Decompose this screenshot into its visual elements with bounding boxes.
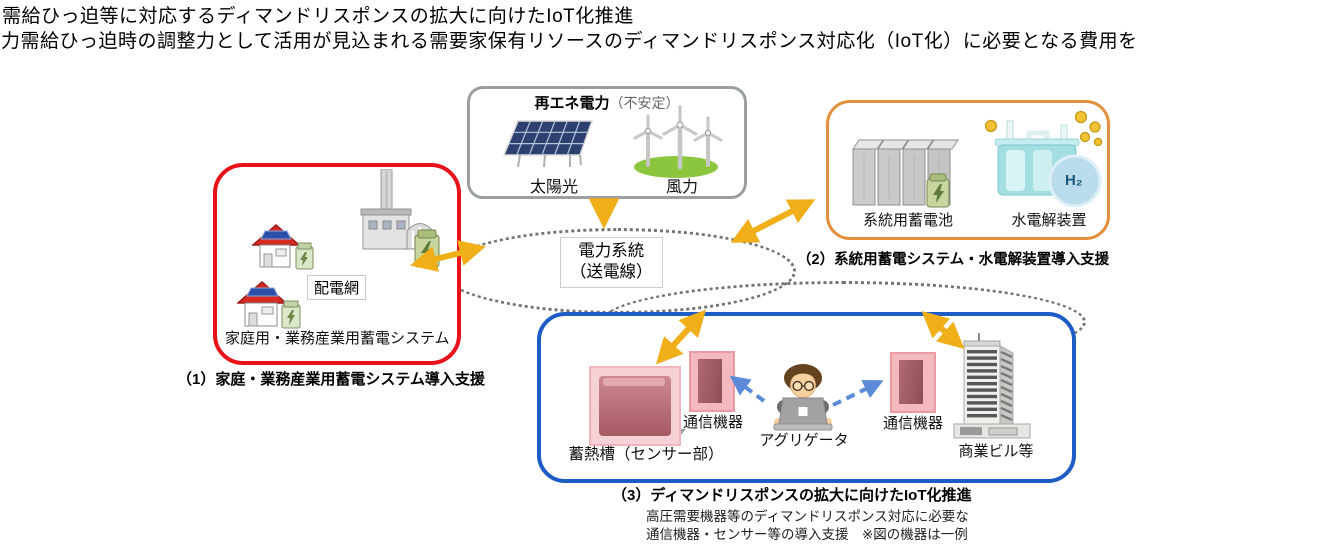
support-note-2: 通信機器・センサー等の導入支援 ※図の機器は一例 [646,527,968,542]
grid-battery-label: 系統用蓄電池 [862,212,953,229]
solar-panel-icon [502,120,594,168]
header-line-2: 力需給ひっ迫時の調整力として活用が見込まれる需要家保有リソースのディマンドリスポ… [1,31,1138,52]
wind-turbine-icon [633,105,723,178]
support-label-3: （3）ディマンドリスポンスの拡大に向けたIoT化推進 [612,487,972,504]
solar-label: 太陽光 [529,179,578,196]
house-battery-icon [252,224,314,270]
support-note-1: 高圧需要機器等のディマンドリスポンス対応に必要な [646,509,969,524]
arrow-storage-grid [730,199,816,243]
house-battery-icon [237,281,301,329]
electrolysis-label: 水電解装置 [1011,212,1087,229]
h2-label: H₂ [1065,172,1083,189]
comm-device-icon [890,352,936,413]
renewable-box: 再エネ電力（不安定） [467,86,747,199]
battery-cabinet-icon [852,139,959,208]
comm-left-label: 通信機器 [682,414,743,431]
support-label-2: （2）系統用蓄電システム・水電解装置導入支援 [797,252,1110,268]
building-label: 商業ビル等 [958,443,1034,460]
comm-right-label: 通信機器 [882,415,943,432]
building-icon [953,333,1031,439]
wind-label: 風力 [665,179,698,196]
heat-tank-icon [589,366,681,446]
renewable-title-note: （不安定） [609,95,680,111]
power-system-line1: 電力系統 [578,242,645,260]
demand-response-box: 蓄熱槽（センサー部） 通信機器 アグリゲータ 通信機器 [537,312,1076,483]
renewable-title: 再エネ電力（不安定） [470,92,744,113]
distribution-network-label: 配電網 [307,275,367,300]
support-label-1: （1）家庭・業務産業用蓄電システム導入支援 [177,371,485,388]
home-box-caption: 家庭用・業務産業用蓄電システム [225,330,450,347]
comm-device-icon [689,351,735,412]
aggregator-label: アグリゲータ [759,432,849,449]
power-system-label: 電力系統 （送電線） [560,237,663,288]
header-line-1: 需給ひっ迫等に対応するディマンドリスポンスの拡大に向けたIoT化推進 [2,6,634,27]
power-system-line2: （送電線） [570,263,653,282]
home-battery-box: 配電網 家庭用・業務産業用蓄電システム [213,163,461,365]
renewable-title-main: 再エネ電力 [534,95,610,112]
heat-tank-label: 蓄熱槽（センサー部） [568,446,724,463]
factory-icon [360,169,440,268]
electrolysis-icon [985,110,1103,208]
grid-storage-box: 系統用蓄電池 H₂ 水電解装置 [826,100,1110,240]
aggregator-icon [773,364,833,431]
